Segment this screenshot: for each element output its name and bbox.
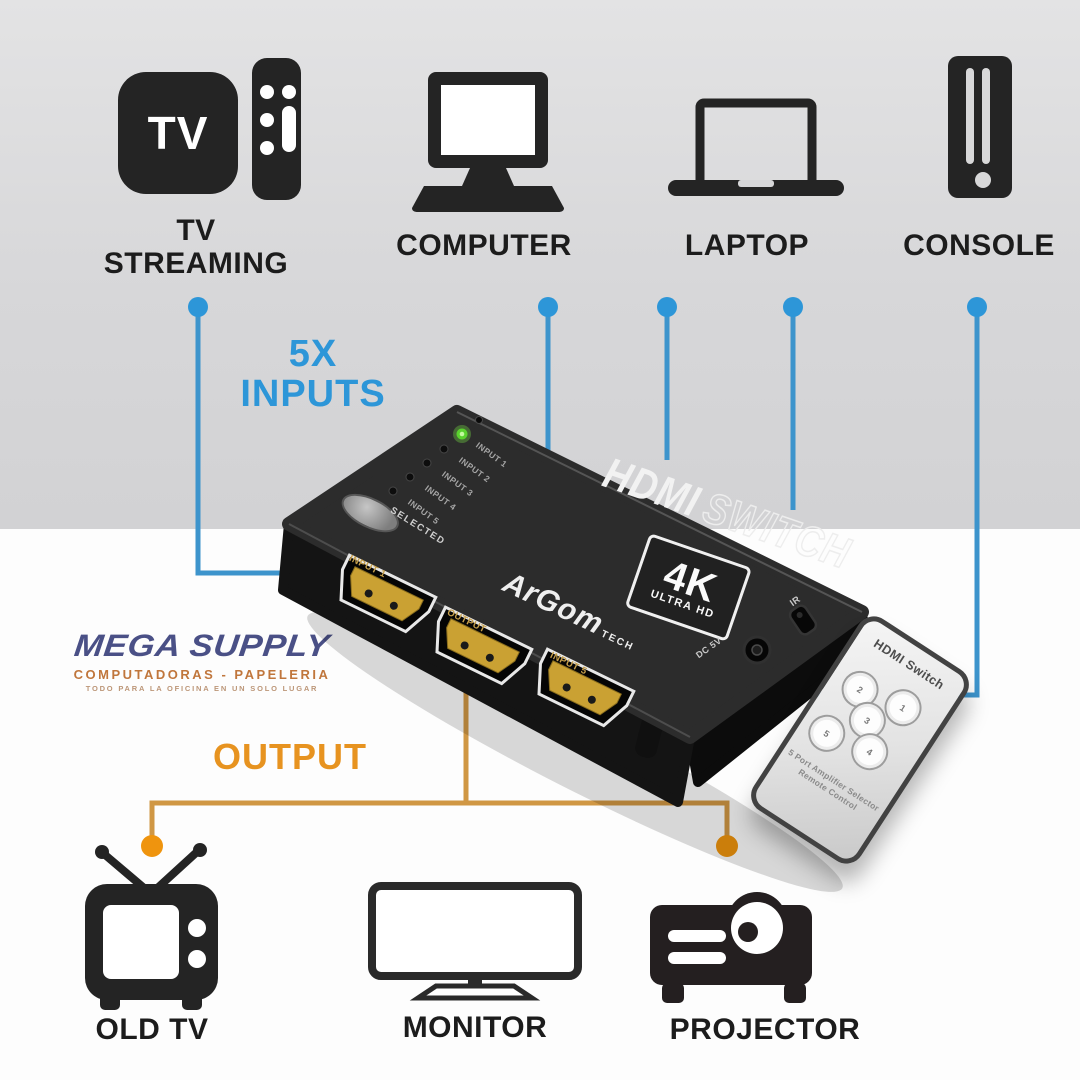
watermark-title: MEGA SUPPLY bbox=[72, 628, 332, 663]
inputs-annotation: 5X INPUTS bbox=[240, 333, 386, 415]
tv-box-icon-text: TV bbox=[147, 107, 209, 159]
label-old-tv: OLD TV bbox=[95, 1013, 209, 1046]
label-computer: COMPUTER bbox=[396, 229, 572, 262]
label-tv-streaming: TV STREAMING bbox=[103, 214, 289, 280]
mega-supply-watermark: MEGA SUPPLY COMPUTADORAS - PAPELERIA TOD… bbox=[72, 628, 332, 693]
output-annotation: OUTPUT bbox=[213, 736, 367, 777]
watermark-tagline: TODO PARA LA OFICINA EN UN SOLO LUGAR bbox=[85, 684, 319, 693]
watermark-subtitle: COMPUTADORAS - PAPELERIA bbox=[73, 667, 331, 682]
label-monitor: MONITOR bbox=[402, 1011, 548, 1044]
label-projector: PROJECTOR bbox=[669, 1013, 861, 1046]
label-laptop: LAPTOP bbox=[684, 229, 810, 262]
remote-button-5[interactable]: 5 bbox=[801, 707, 853, 759]
remote-button-4[interactable]: 4 bbox=[844, 726, 896, 778]
label-console: CONSOLE bbox=[903, 229, 1055, 262]
